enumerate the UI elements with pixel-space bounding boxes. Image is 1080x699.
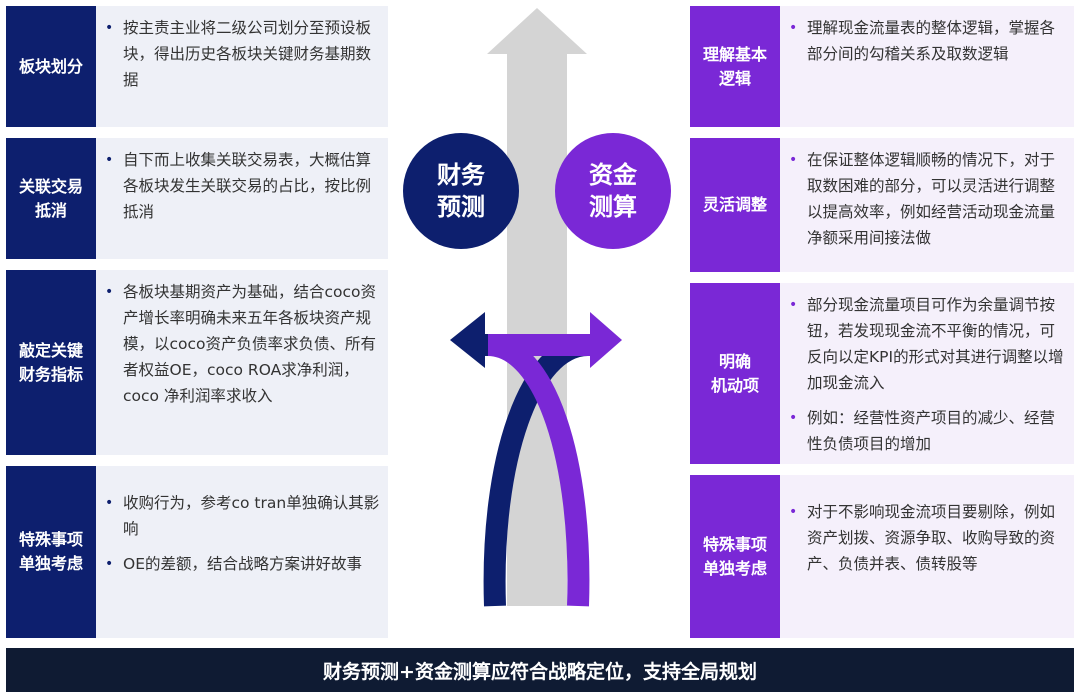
bullet-dot-icon: • — [789, 20, 798, 36]
bullet-item: • 例如：经营性资产项目的减少、经营性负债项目的增加 — [788, 405, 1066, 457]
bullet-dot-icon: • — [105, 495, 114, 511]
bullet-text: 自下而上收集关联交易表，大概估算各板块发生关联交易的占比，按比例抵消 — [123, 151, 372, 221]
left-label-2: 关联交易 抵消 — [6, 138, 96, 259]
footer-banner: 财务预测+资金测算应符合战略定位，支持全局规划 — [6, 648, 1074, 692]
bullet-dot-icon: • — [105, 556, 114, 572]
left-desc-3: • 各板块基期资产为基础，结合coco资产增长率明确未来五年各板块资产规模，以co… — [96, 270, 388, 455]
right-label-3: 明确 机动项 — [690, 283, 780, 464]
bullet-dot-icon: • — [105, 20, 114, 36]
bullet-text: 各板块基期资产为基础，结合coco资产增长率明确未来五年各板块资产规模，以coc… — [123, 283, 377, 405]
left-label-1: 板块划分 — [6, 6, 96, 127]
bullet-text: 对于不影响现金流项目要剔除，例如资产划拨、资源争取、收购导致的资产、负债并表、债… — [807, 503, 1056, 573]
bullet-item: • OE的差额，结合战略方案讲好故事 — [104, 551, 380, 577]
right-desc-3: • 部分现金流量项目可作为余量调节按钮，若发现现金流不平衡的情况，可反向以定KPI… — [780, 283, 1074, 464]
left-desc-4: • 收购行为，参考co tran单独确认其影响 • OE的差额，结合战略方案讲好故事 — [96, 466, 388, 638]
right-desc-4: • 对于不影响现金流项目要剔除，例如资产划拨、资源争取、收购导致的资产、负债并表、… — [780, 475, 1074, 638]
right-label-4: 特殊事项 单独考虑 — [690, 475, 780, 638]
left-arrowhead-icon — [450, 312, 485, 368]
forecast-circle: 财务 预测 — [403, 133, 519, 249]
right-desc-1: • 理解现金流量表的整体逻辑，掌握各部分间的勾稽关系及取数逻辑 — [780, 6, 1074, 127]
right-label-2: 灵活调整 — [690, 138, 780, 272]
right-desc-2: • 在保证整体逻辑顺畅的情况下，对于取数困难的部分，可以灵活进行调整以提高效率，例… — [780, 138, 1074, 272]
bullet-text: 在保证整体逻辑顺畅的情况下，对于取数困难的部分，可以灵活进行调整以提高效率，例如… — [807, 151, 1056, 247]
bullet-text: OE的差额，结合战略方案讲好故事 — [123, 555, 362, 573]
bullet-text: 例如：经营性资产项目的减少、经营性负债项目的增加 — [807, 409, 1056, 453]
bullet-dot-icon: • — [105, 152, 114, 168]
bullet-text: 收购行为，参考co tran单独确认其影响 — [123, 494, 380, 538]
bullet-dot-icon: • — [105, 284, 114, 300]
bullet-text: 部分现金流量项目可作为余量调节按钮，若发现现金流不平衡的情况，可反向以定KPI的… — [807, 296, 1064, 392]
bullet-item: • 理解现金流量表的整体逻辑，掌握各部分间的勾稽关系及取数逻辑 — [788, 15, 1066, 67]
left-desc-1: • 按主责主业将二级公司划分至预设板块，得出历史各板块关键财务基期数据 — [96, 6, 388, 127]
left-desc-2: • 自下而上收集关联交易表，大概估算各板块发生关联交易的占比，按比例抵消 — [96, 138, 388, 259]
left-label-4: 特殊事项 单独考虑 — [6, 466, 96, 638]
bullet-item: • 在保证整体逻辑顺畅的情况下，对于取数困难的部分，可以灵活进行调整以提高效率，例… — [788, 147, 1066, 251]
right-arrowhead-icon — [590, 312, 622, 368]
bullet-item: • 按主责主业将二级公司划分至预设板块，得出历史各板块关键财务基期数据 — [104, 15, 380, 93]
bullet-item: • 各板块基期资产为基础，结合coco资产增长率明确未来五年各板块资产规模，以co… — [104, 279, 380, 409]
bullet-item: • 收购行为，参考co tran单独确认其影响 — [104, 490, 380, 542]
bullet-item: • 自下而上收集关联交易表，大概估算各板块发生关联交易的占比，按比例抵消 — [104, 147, 380, 225]
bullet-text: 理解现金流量表的整体逻辑，掌握各部分间的勾稽关系及取数逻辑 — [807, 19, 1056, 63]
bullet-dot-icon: • — [789, 504, 798, 520]
fund-calc-circle: 资金 测算 — [555, 133, 671, 249]
bullet-dot-icon: • — [789, 297, 798, 313]
bullet-item: • 部分现金流量项目可作为余量调节按钮，若发现现金流不平衡的情况，可反向以定KPI… — [788, 292, 1066, 396]
bullet-dot-icon: • — [789, 152, 798, 168]
bullet-dot-icon: • — [789, 410, 798, 426]
bullet-text: 按主责主业将二级公司划分至预设板块，得出历史各板块关键财务基期数据 — [123, 19, 372, 89]
left-label-3: 敲定关键 财务指标 — [6, 270, 96, 455]
bullet-item: • 对于不影响现金流项目要剔除，例如资产划拨、资源争取、收购导致的资产、负债并表、… — [788, 499, 1066, 577]
right-label-1: 理解基本 逻辑 — [690, 6, 780, 127]
center-arrows-graphic — [450, 8, 622, 607]
